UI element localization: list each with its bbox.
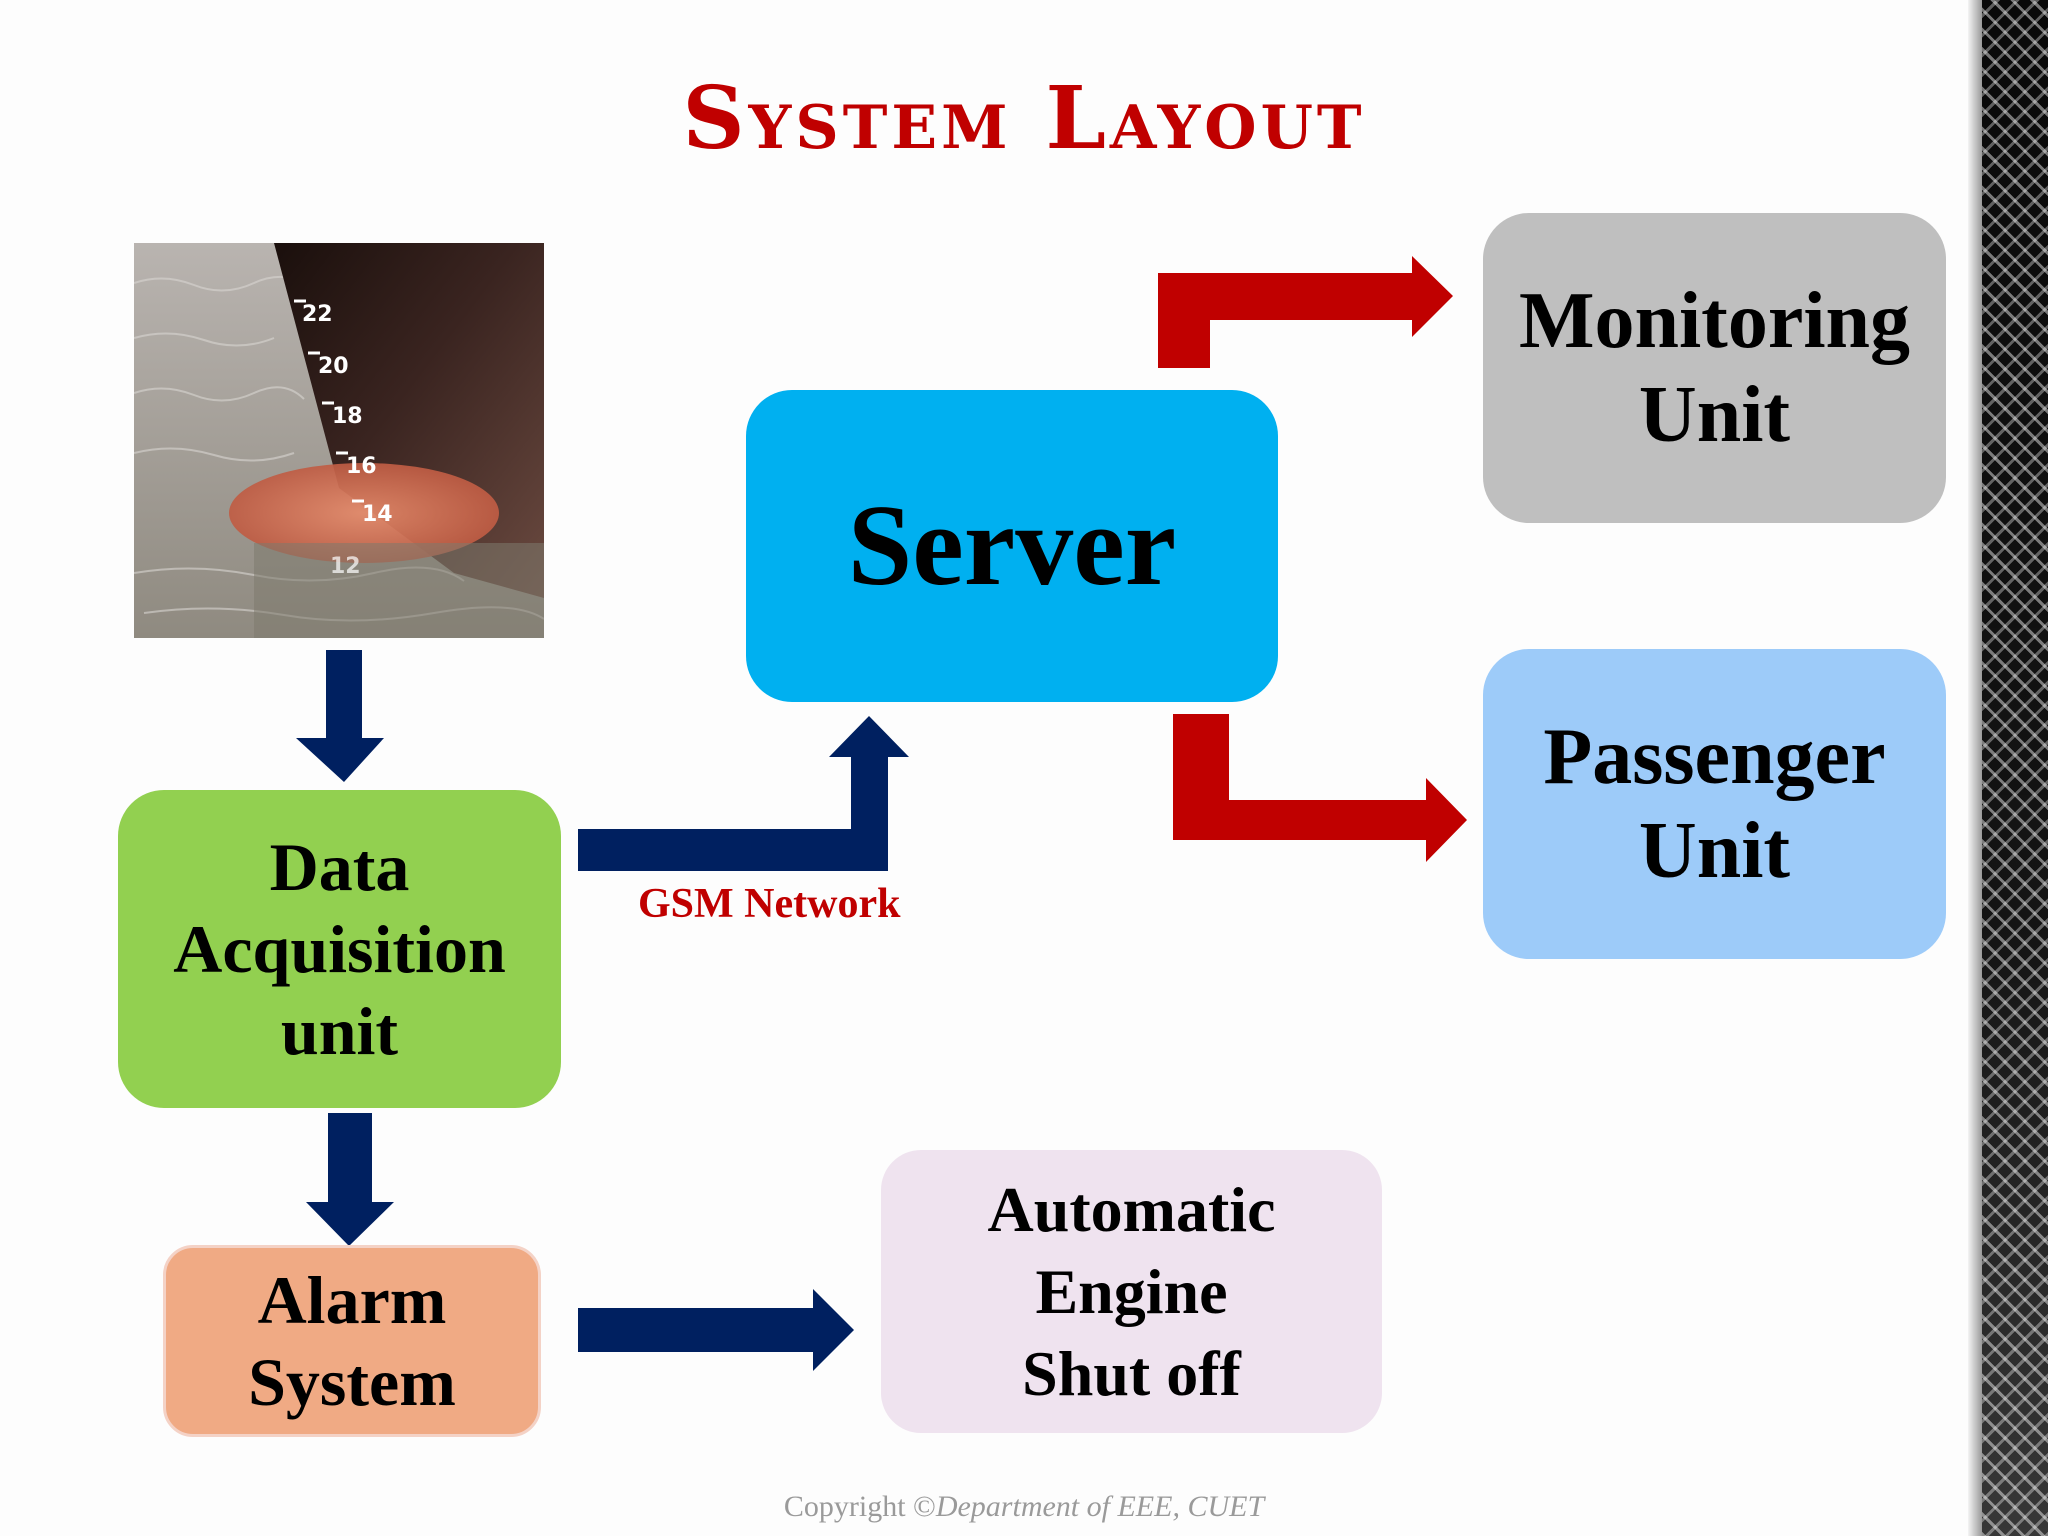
gsm-network-label: GSM Network [638,881,901,927]
copyright-footer: Copyright ©Department of EEE, CUET [0,1490,2048,1524]
slide-title: System Layout [682,68,1366,169]
engine-shutoff-label: Automatic Engine Shut off [987,1173,1276,1409]
copyright-org: Department of EEE, CUET [935,1490,1265,1523]
draft-mark-12: 12 [330,554,361,579]
arrow-server-to-monitoring-body [1158,256,1453,368]
arrow-photo-to-daq [296,650,384,782]
draft-mark-14: 14 [362,502,393,527]
slide-border-pattern [1982,0,2048,1536]
alarm-system-node: Alarm System [163,1245,541,1437]
passenger-unit-label: Passenger Unit [1543,713,1886,895]
monitoring-unit-node: Monitoring Unit [1483,213,1946,523]
draft-mark-22: 22 [302,302,333,327]
alarm-system-label: Alarm System [248,1262,456,1420]
data-acquisition-unit-node: Data Acquisition unit [118,790,561,1108]
arrow-daq-to-server [578,716,909,871]
arrow-alarm-to-engine [578,1289,854,1371]
ship-hull-draft-photo-graphic: 22 20 18 16 14 12 [134,243,544,638]
passenger-unit-node: Passenger Unit [1483,649,1946,959]
arrow-server-to-passenger [1173,714,1467,862]
arrow-daq-to-alarm [306,1113,394,1246]
copyright-prefix: Copyright © [783,1490,936,1523]
data-acquisition-unit-label: Data Acquisition unit [173,829,506,1069]
draft-mark-20: 20 [318,354,349,379]
slide-border-edge [1968,0,1982,1536]
server-node: Server [746,390,1278,702]
draft-mark-16: 16 [346,454,377,479]
monitoring-unit-label: Monitoring Unit [1518,277,1911,459]
ship-hull-draft-photo: 22 20 18 16 14 12 [134,243,544,638]
draft-mark-18: 18 [332,404,363,429]
engine-shutoff-node: Automatic Engine Shut off [881,1150,1382,1433]
server-node-label: Server [847,481,1177,610]
